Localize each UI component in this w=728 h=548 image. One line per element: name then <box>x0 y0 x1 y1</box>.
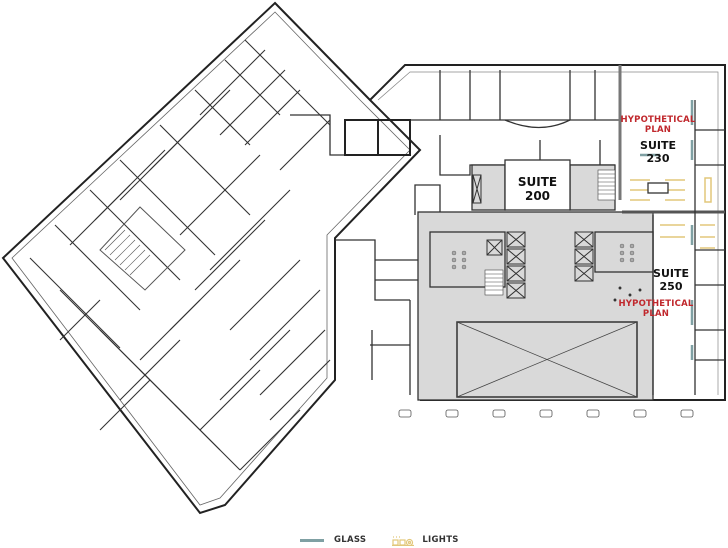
suite-label-line1: SUITE <box>653 267 689 280</box>
suite-230-label: SUITE 230 <box>620 139 696 165</box>
hypothetical-label-line1: HYPOTHETICAL <box>620 115 696 125</box>
hypothetical-label-line1: HYPOTHETICAL <box>618 299 694 309</box>
column-markers <box>398 409 694 418</box>
right-suites <box>613 100 725 395</box>
suite-200-label: SUITE 200 <box>505 175 570 204</box>
suite-label-line2: 200 <box>524 188 551 203</box>
suite-250-label: SUITE 250 <box>650 267 692 293</box>
glass-line-icon <box>300 538 324 542</box>
diamond-wing <box>1 1 422 515</box>
legend-label-glass: GLASS <box>334 535 367 545</box>
suite-label-line1: SUITE <box>640 139 676 152</box>
lights-fixture-icon <box>392 535 415 546</box>
building-core <box>417 159 654 401</box>
legend-label-lights: LIGHTS <box>422 535 459 545</box>
suite-label-line1: SUITE <box>517 175 558 189</box>
suite-label-line2: 230 <box>646 151 670 165</box>
suite-230-note: HYPOTHETICAL PLAN <box>620 115 696 136</box>
suite-label-line2: 250 <box>659 279 683 293</box>
suite-250-note: HYPOTHETICAL PLAN <box>616 299 696 320</box>
hypothetical-label-line2: PLAN <box>644 124 672 135</box>
hypothetical-label-line2: PLAN <box>642 308 670 319</box>
legend: GLASS LIGHTS <box>300 533 485 547</box>
